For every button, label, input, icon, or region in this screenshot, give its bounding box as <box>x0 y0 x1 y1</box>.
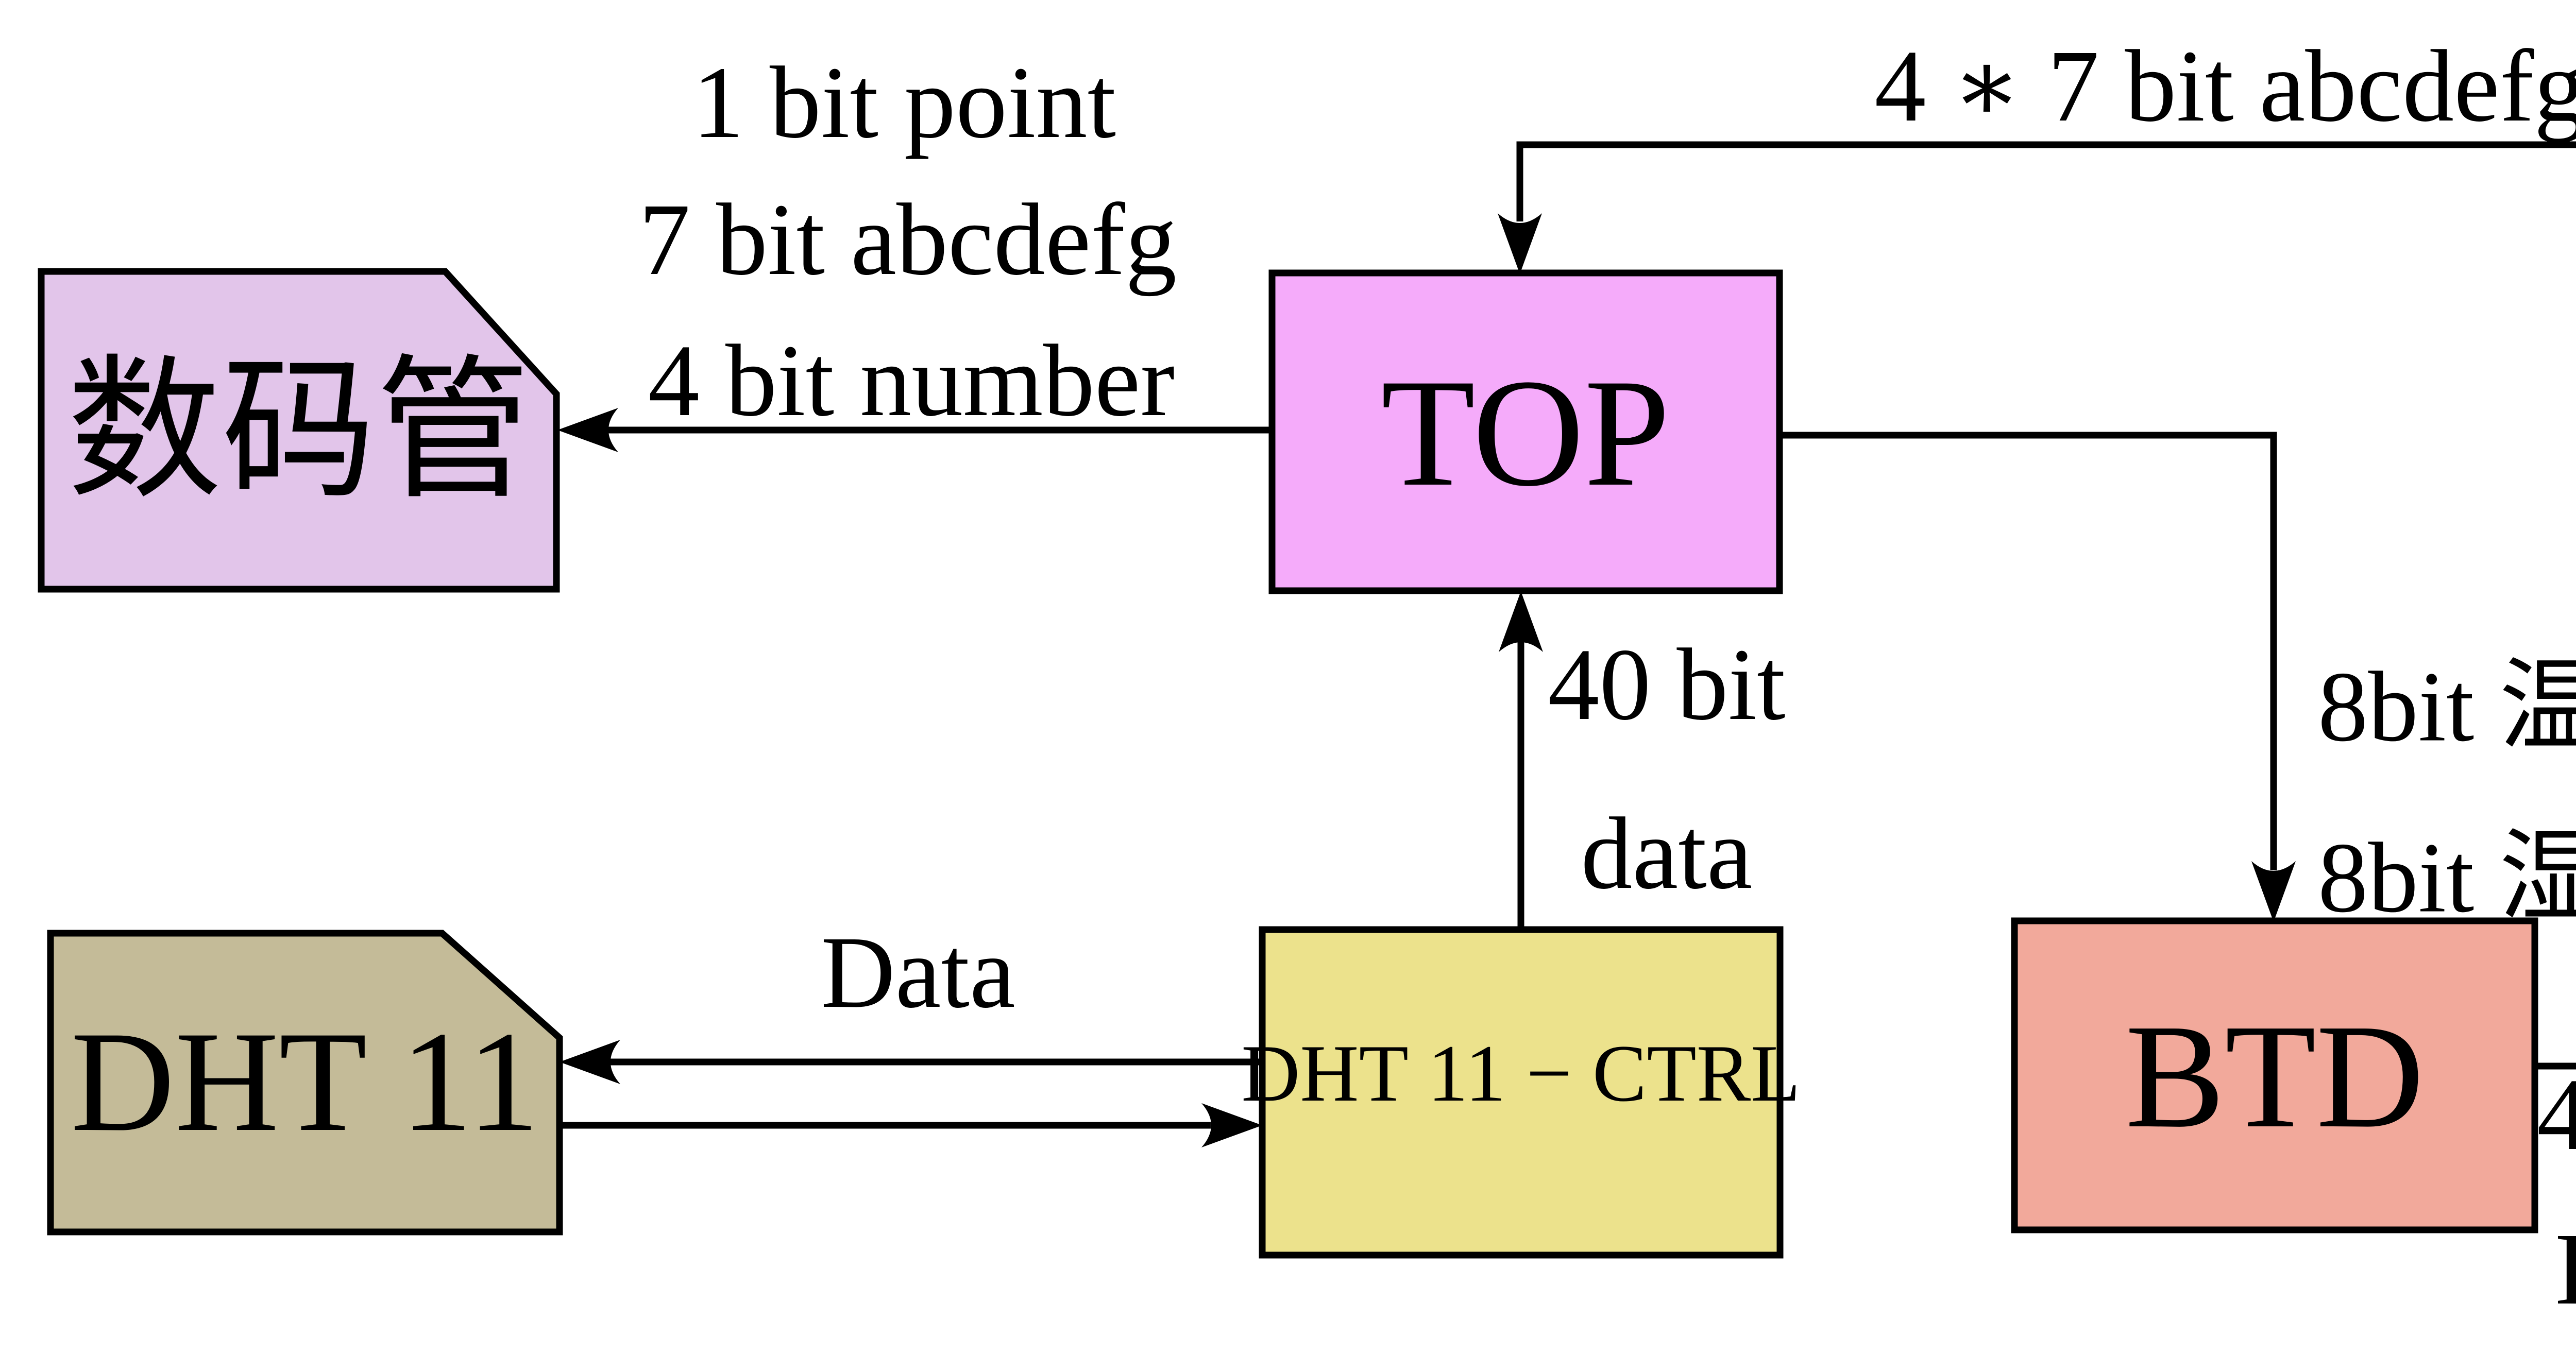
dht11-ctrl-block-label: DHT 11 − CTRL <box>1241 1028 1801 1119</box>
label-8bit-humidity: 8bit 湿度 <box>2317 822 2576 934</box>
dht11-block-label: DHT 11 <box>71 1001 539 1161</box>
display-block-label: 数码管 <box>67 346 531 517</box>
arrow-ctrl-to-top <box>1499 591 1543 930</box>
top-block <box>1268 269 1783 594</box>
label-btd-smg-data: Data <box>2555 1218 2576 1321</box>
label-1-bit-point: 1 bit point <box>692 46 1116 160</box>
label-40-bit: 40 bit <box>1548 628 1786 742</box>
arrow-top-to-display <box>557 408 1272 452</box>
top-block-label: TOP <box>1381 347 1670 518</box>
btd-block <box>2011 917 2538 1233</box>
dht11-block <box>47 930 563 1236</box>
label-40-bit-data: data <box>1581 797 1753 911</box>
btd-block-label: BTD <box>2125 993 2424 1159</box>
label-4-bit-number: 4 bit number <box>648 324 1175 438</box>
label-dht11-data: Data <box>821 916 1015 1030</box>
arrow-top-to-btd <box>1780 432 2296 922</box>
label-feedback-bus: 4 ∗ 7 bit abcdefg data <box>1874 29 2576 143</box>
arrow-ctrl-to-dht11 <box>560 1040 1262 1084</box>
label-7-bit-abcdefg: 7 bit abcdefg <box>638 183 1177 297</box>
display-block <box>38 268 560 593</box>
label-4x4: 4 ∗ 4 <box>2537 1058 2576 1172</box>
arrow-smg-to-top <box>1498 141 2576 274</box>
arrow-btd-to-smg <box>2535 1062 2576 1070</box>
arrow-dht11-to-ctrl <box>560 1103 1262 1147</box>
label-8bit-temperature: 8bit 温度 <box>2317 651 2576 763</box>
